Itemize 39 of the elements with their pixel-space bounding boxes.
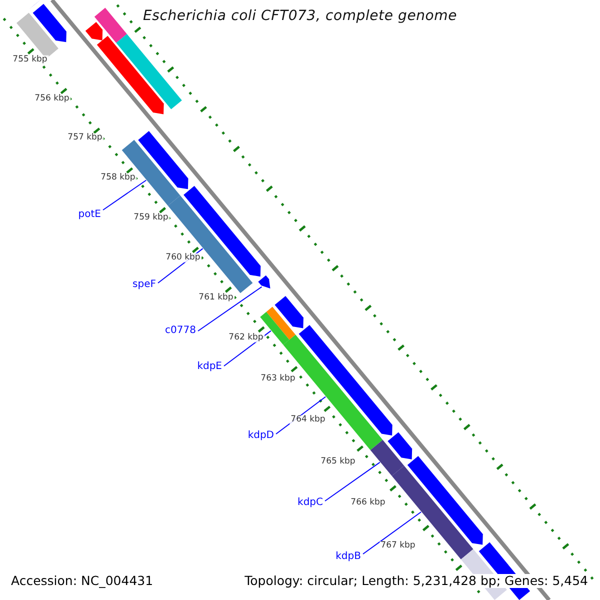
leader-line	[198, 286, 262, 332]
tick-label: 757 kbp	[66, 133, 104, 143]
gene-feature	[388, 432, 412, 460]
gene-label: c0778	[165, 325, 196, 336]
gene-feature	[184, 186, 261, 277]
gene-feature	[258, 275, 270, 288]
genome-info-text: Topology: circular; Length: 5,231,428 bp; Genes: 5,454	[242, 574, 590, 588]
gene-feature	[116, 34, 182, 110]
tick-label: 765 kbp	[320, 457, 356, 467]
leader-line	[102, 180, 147, 210]
gene-feature	[370, 440, 404, 476]
gene-feature	[85, 22, 103, 40]
gene-label: kdpE	[197, 361, 222, 372]
tick-label: 763 kbp	[260, 374, 296, 384]
tick-label: 764 kbp	[290, 415, 326, 425]
gene-feature	[32, 4, 66, 42]
gene-feature	[138, 131, 188, 190]
gene-feature	[94, 8, 127, 43]
tick-label: 756 kbp	[34, 94, 70, 104]
leader-line	[362, 512, 422, 554]
leader-line	[324, 462, 380, 502]
gene-feature	[122, 140, 180, 206]
tick-label: 759 kbp	[132, 213, 170, 223]
tick-label: 758 kbp	[100, 173, 136, 183]
tick-label: 767 kbp	[380, 541, 416, 551]
tick-label: 766 kbp	[350, 498, 386, 508]
gene-label: kdpB	[336, 551, 361, 562]
tick-label: 760 kbp	[164, 253, 202, 263]
gene-label: potE	[78, 209, 101, 220]
gene-feature	[96, 36, 164, 114]
gene-label: kdpD	[248, 430, 274, 441]
gene-label: speF	[132, 279, 156, 290]
gene-feature	[168, 196, 253, 294]
tick-label: 761 kbp	[198, 293, 234, 303]
title: Escherichia coli CFT073, complete genome	[143, 9, 457, 24]
tick-label: 762 kbp	[228, 333, 264, 343]
gene-feature	[274, 296, 304, 328]
gene-label: kdpC	[298, 497, 323, 508]
tick-label: 755 kbp	[12, 55, 48, 65]
